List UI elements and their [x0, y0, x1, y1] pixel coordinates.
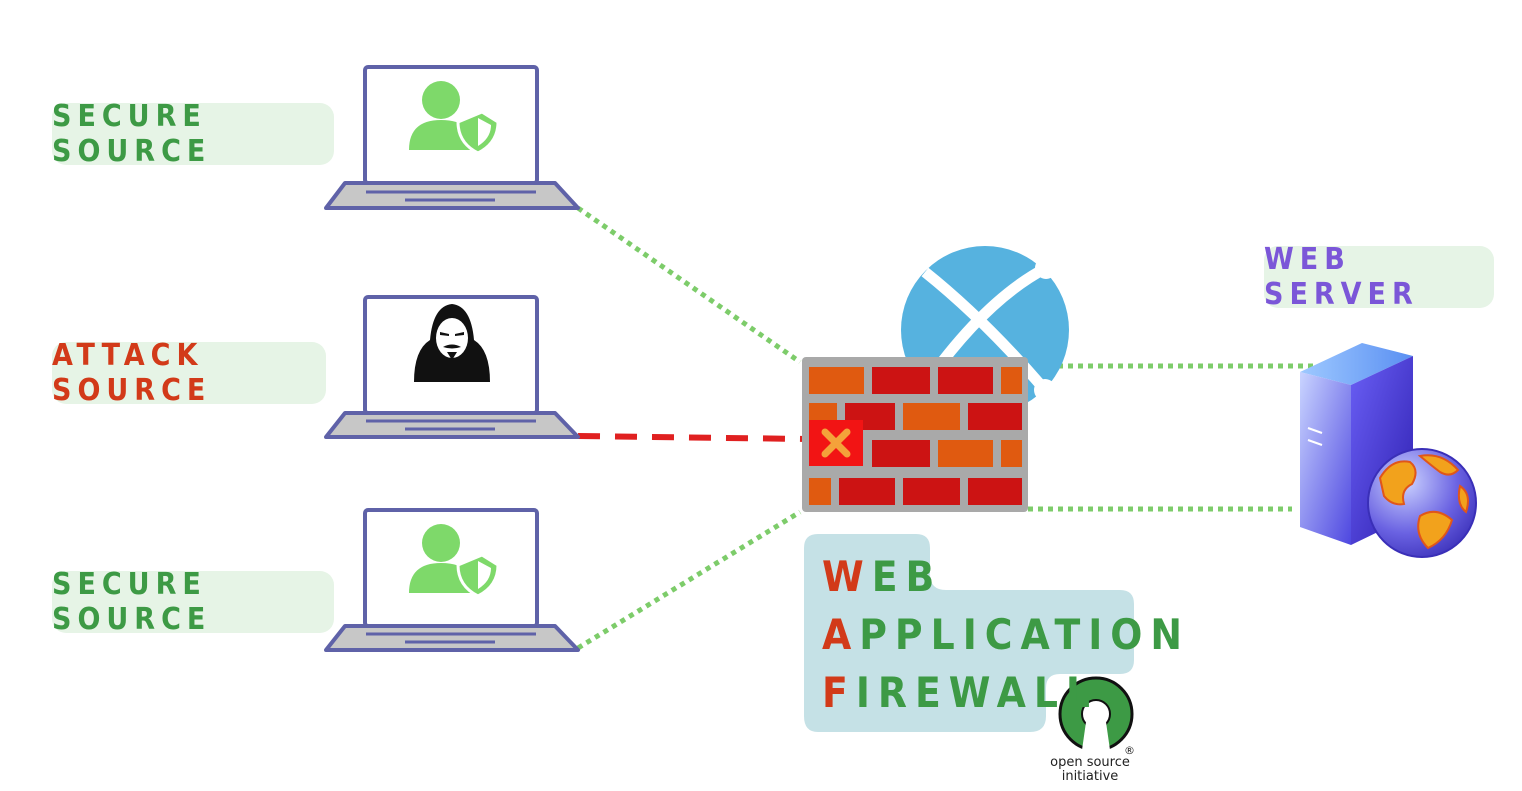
link-secure-bottom — [576, 509, 802, 651]
link-secure-top — [576, 205, 802, 365]
laptop-icon — [324, 508, 580, 652]
source-label-attack: ATTACK SOURCE — [52, 338, 326, 408]
laptop-icon — [324, 295, 580, 439]
globe-icon — [1367, 448, 1477, 558]
source-label-secure-top: SECURE SOURCE — [52, 99, 334, 169]
waf-line-application: APPLICATION — [822, 614, 1190, 656]
server-tower-icon — [1300, 343, 1413, 545]
source-label-text: SECURE SOURCE — [52, 99, 212, 169]
source-label-text: SECURE SOURCE — [52, 567, 212, 637]
osi-line1: open source — [1050, 755, 1130, 770]
waf-rest: EB — [871, 552, 943, 601]
link-attack-blocked — [577, 433, 807, 442]
laptop-icon — [324, 65, 580, 210]
waf-line-firewall: FIREWALL — [822, 672, 1098, 714]
server-label: WEB SERVER — [1264, 242, 1494, 312]
block-x-icon — [809, 420, 863, 466]
brick-firewall-icon — [802, 357, 1028, 512]
waf-initial: F — [822, 668, 856, 717]
osi-caption: open source initiative — [1040, 756, 1140, 783]
waf-initial: W — [822, 552, 872, 601]
source-label-secure-bottom: SECURE SOURCE — [52, 567, 334, 637]
source-label-text: ATTACK SOURCE — [52, 338, 212, 408]
osi-logo-icon — [1058, 676, 1134, 754]
waf-rest: IREWALL — [855, 668, 1098, 717]
waf-rest: PPLICATION — [859, 610, 1191, 659]
user-shield-icon — [409, 524, 500, 598]
user-shield-icon — [409, 81, 500, 155]
waf-initial: A — [822, 610, 860, 659]
server-label-text: WEB SERVER — [1264, 242, 1419, 312]
waf-label-background — [804, 534, 1134, 732]
waf-line-web: WEB — [822, 556, 942, 598]
osi-line2: initiative — [1061, 768, 1119, 784]
hacker-icon — [414, 304, 490, 382]
osi-registered-mark: ® — [1124, 744, 1135, 757]
